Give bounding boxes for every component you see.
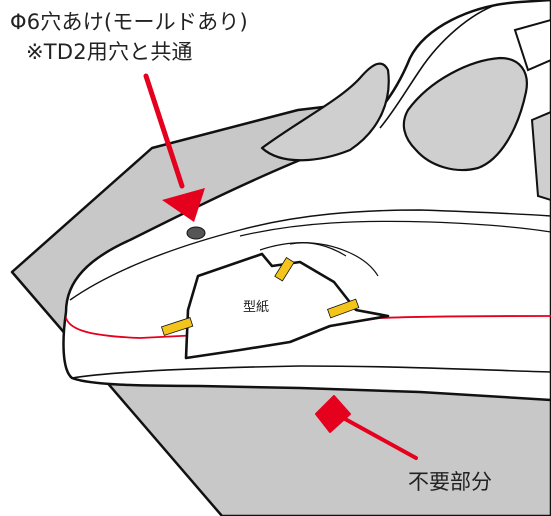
tape-top bbox=[274, 257, 295, 282]
waste-label: 不要部分 bbox=[408, 470, 492, 494]
waste-pointer-line bbox=[334, 412, 418, 460]
intake-shadow bbox=[260, 62, 390, 162]
fender-crest-line-2 bbox=[239, 220, 551, 237]
template-paper bbox=[184, 252, 390, 360]
template-label: 型紙 bbox=[243, 300, 270, 315]
hole-pointer-line bbox=[143, 73, 185, 189]
hole-annotation-line2: ※TD2用穴と共通 bbox=[26, 40, 193, 64]
hole-annotation-line1: Φ6穴あけ(モールドあり) bbox=[10, 10, 248, 34]
hole-pointer-arrowhead bbox=[162, 188, 205, 222]
hole-marker bbox=[186, 226, 206, 240]
waste-pointer-diamond bbox=[315, 395, 351, 433]
template-guide-curve bbox=[259, 242, 379, 277]
intake-shadow-2 bbox=[402, 56, 528, 172]
template-guide-curve-2 bbox=[289, 242, 347, 257]
top-edge-curve bbox=[379, 3, 499, 129]
intake-inner-detail-2 bbox=[530, 110, 551, 202]
tape-right bbox=[327, 298, 360, 319]
intake-inner-detail bbox=[513, 18, 551, 72]
fender-crest-line bbox=[69, 209, 551, 301]
tape-left bbox=[160, 317, 194, 336]
side-wall-lower-edge bbox=[71, 365, 551, 379]
